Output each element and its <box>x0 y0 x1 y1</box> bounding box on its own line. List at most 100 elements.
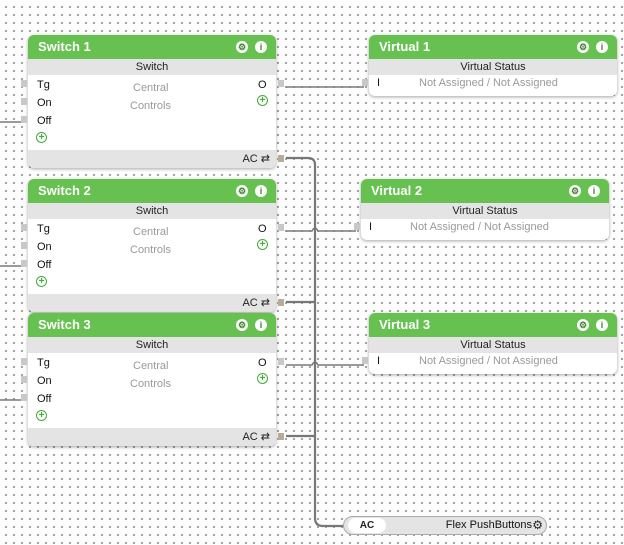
add-output-icon[interactable]: + <box>257 373 268 384</box>
info-icon[interactable]: i <box>588 185 600 197</box>
gear-icon[interactable]: ⚙ <box>236 319 248 331</box>
controls-label: Controls <box>130 378 171 390</box>
switch-footer-ac: AC ⇄ <box>28 150 276 168</box>
virtual-body: I Not Assigned / Not Assigned <box>362 353 617 369</box>
virtual-subtitle: Virtual Status <box>369 337 617 353</box>
output-label-o: O <box>258 223 267 235</box>
output-label-o: O <box>258 357 267 369</box>
virtual-block-2[interactable]: Virtual 2 ⚙ i Virtual Status I Not Assig… <box>354 179 609 240</box>
virtual-header[interactable]: Virtual 3 ⚙ i <box>369 313 617 337</box>
switch-title: Switch 1 <box>38 39 91 54</box>
gear-icon[interactable]: ⚙ <box>532 518 543 532</box>
output-port-o[interactable] <box>278 224 284 231</box>
gear-icon[interactable]: ⚙ <box>569 185 581 197</box>
switch-header[interactable]: Switch 3 ⚙ i <box>28 313 276 337</box>
switch-header[interactable]: Switch 2 ⚙ i <box>28 179 276 203</box>
virtual-title: Virtual 2 <box>371 183 423 198</box>
input-label-tg: Tg <box>37 357 50 369</box>
switch-title: Switch 3 <box>38 317 91 332</box>
ac-port[interactable] <box>278 433 284 440</box>
switch-block-2[interactable]: Switch 2 ⚙ i Switch Tg On Off + Central … <box>21 179 284 312</box>
input-label-on: On <box>37 97 52 109</box>
controls-label: Controls <box>130 244 171 256</box>
wire-switch3-virtual3 <box>286 361 364 366</box>
add-output-icon[interactable]: + <box>257 239 268 250</box>
info-icon[interactable]: i <box>255 185 267 197</box>
gear-icon[interactable]: ⚙ <box>577 41 589 53</box>
input-label-on: On <box>37 241 52 253</box>
input-port-i[interactable] <box>354 223 360 230</box>
switch-title: Switch 2 <box>38 183 91 198</box>
switch-block-1[interactable]: Switch 1 ⚙ i Switch Tg On Off + Central … <box>21 35 284 168</box>
switch-subtitle: Switch <box>28 203 276 219</box>
virtual-block-1[interactable]: Virtual 1 ⚙ i Virtual Status I Not Assig… <box>362 35 617 96</box>
switch-subtitle: Switch <box>28 337 276 353</box>
input-port-off[interactable] <box>21 116 27 123</box>
ac-port[interactable] <box>278 155 284 162</box>
flex-pushbuttons-block[interactable]: AC Flex PushButtons ⚙ <box>343 516 547 535</box>
virtual-status-text: Not Assigned / Not Assigned <box>419 355 558 367</box>
switch-body: Tg On Off + Central Controls O + <box>21 353 284 428</box>
input-label-tg: Tg <box>37 79 50 91</box>
add-output-icon[interactable]: + <box>257 95 268 106</box>
input-port-tg[interactable] <box>21 224 27 231</box>
output-port-o[interactable] <box>278 358 284 365</box>
virtual-body: I Not Assigned / Not Assigned <box>362 75 617 91</box>
virtual-body: I Not Assigned / Not Assigned <box>354 219 609 235</box>
switch-body: Tg On Off + Central Controls O + <box>21 75 284 150</box>
info-icon[interactable]: i <box>255 319 267 331</box>
virtual-title: Virtual 3 <box>379 317 431 332</box>
switch-footer-ac: AC ⇄ <box>28 294 276 312</box>
ac-input-pill[interactable]: AC <box>348 518 386 533</box>
input-label-i: I <box>377 77 381 89</box>
gear-icon[interactable]: ⚙ <box>236 185 248 197</box>
input-port-tg[interactable] <box>21 80 27 87</box>
virtual-header[interactable]: Virtual 2 ⚙ i <box>361 179 609 203</box>
add-input-icon[interactable]: + <box>36 410 47 421</box>
central-label: Central <box>133 82 169 94</box>
flex-pushbuttons-label: Flex PushButtons <box>445 519 532 531</box>
wire-switch2-virtual2 <box>286 227 356 232</box>
input-port-i[interactable] <box>362 79 368 86</box>
input-label-off: Off <box>37 259 52 271</box>
input-port-on[interactable] <box>21 242 27 249</box>
gear-icon[interactable]: ⚙ <box>236 41 248 53</box>
wire-ac-bus <box>286 156 345 528</box>
input-port-i[interactable] <box>362 357 368 364</box>
virtual-header[interactable]: Virtual 1 ⚙ i <box>369 35 617 59</box>
switch-footer-ac: AC ⇄ <box>28 428 276 446</box>
input-port-off[interactable] <box>21 394 27 401</box>
virtual-subtitle: Virtual Status <box>361 203 609 219</box>
gear-icon[interactable]: ⚙ <box>577 319 589 331</box>
switch-body: Tg On Off + Central Controls O + <box>21 219 284 294</box>
info-icon[interactable]: i <box>596 41 608 53</box>
virtual-title: Virtual 1 <box>379 39 431 54</box>
output-port-o[interactable] <box>278 80 284 87</box>
output-label-o: O <box>258 79 267 91</box>
input-label-tg: Tg <box>37 223 50 235</box>
input-port-on[interactable] <box>21 376 27 383</box>
switch-header[interactable]: Switch 1 ⚙ i <box>28 35 276 59</box>
central-label: Central <box>133 226 169 238</box>
info-icon[interactable]: i <box>596 319 608 331</box>
ac-port[interactable] <box>278 299 284 306</box>
input-port-on[interactable] <box>21 98 27 105</box>
virtual-status-text: Not Assigned / Not Assigned <box>410 221 549 233</box>
add-input-icon[interactable]: + <box>36 132 47 143</box>
input-port-tg[interactable] <box>21 358 27 365</box>
input-label-i: I <box>377 355 381 367</box>
virtual-subtitle: Virtual Status <box>369 59 617 75</box>
input-label-i: I <box>369 221 373 233</box>
switch-subtitle: Switch <box>28 59 276 75</box>
virtual-block-3[interactable]: Virtual 3 ⚙ i Virtual Status I Not Assig… <box>362 313 617 374</box>
virtual-status-text: Not Assigned / Not Assigned <box>419 77 558 89</box>
info-icon[interactable]: i <box>255 41 267 53</box>
switch-block-3[interactable]: Switch 3 ⚙ i Switch Tg On Off + Central … <box>21 313 284 446</box>
add-input-icon[interactable]: + <box>36 276 47 287</box>
input-label-off: Off <box>37 393 52 405</box>
central-label: Central <box>133 360 169 372</box>
controls-label: Controls <box>130 100 171 112</box>
input-port-off[interactable] <box>21 260 27 267</box>
input-label-off: Off <box>37 115 52 127</box>
input-label-on: On <box>37 375 52 387</box>
